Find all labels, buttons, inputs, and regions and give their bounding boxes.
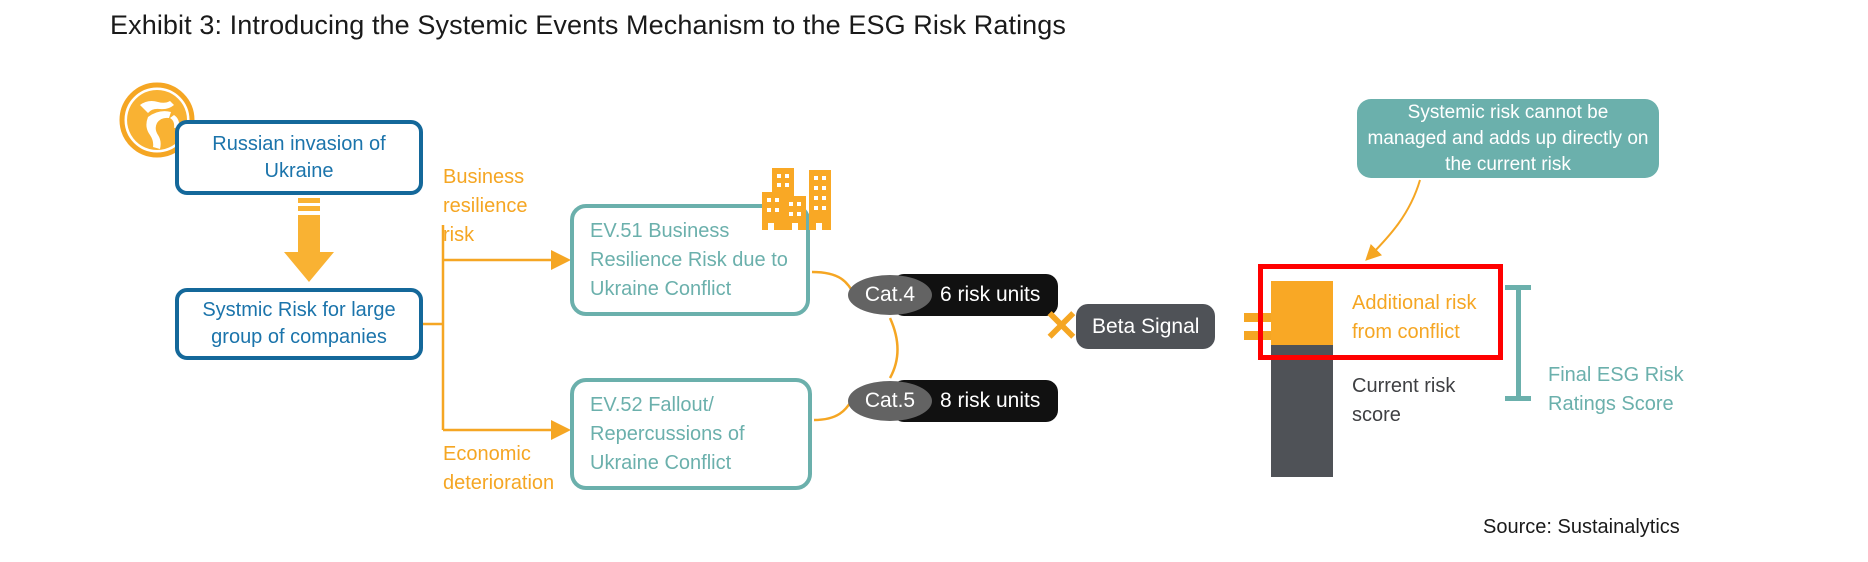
branch-label-business: Business resilience risk — [443, 166, 528, 246]
final-score-label: Final ESG Risk Ratings Score — [1548, 364, 1684, 415]
event-box-label: Russian invasion of Ukraine — [212, 132, 386, 182]
callout-text: Systemic risk cannot be managed and adds… — [1367, 101, 1649, 175]
source-note: Source: Sustainalytics — [1483, 516, 1680, 538]
systemic-risk-box: Systmic Risk for large group of companie… — [175, 288, 423, 360]
ev52-label: EV.52 Fallout/ Repercussions of Ukraine … — [590, 393, 745, 474]
systemic-risk-label: Systmic Risk for large group of companie… — [202, 299, 396, 348]
page-title: Exhibit 3: Introducing the Systemic Even… — [110, 10, 1067, 40]
systemic-risk-callout: Systemic risk cannot be managed and adds… — [1357, 99, 1659, 178]
equals-icon — [1244, 303, 1284, 347]
additional-risk-label: Additional risk from conflict — [1352, 292, 1477, 343]
buildings-icon — [762, 168, 831, 230]
down-arrow-icon — [284, 198, 334, 282]
highlight-box — [1258, 264, 1503, 360]
category-ellipse-1: Cat.4 — [848, 275, 932, 315]
multiply-icon: ✕ — [1043, 302, 1080, 351]
current-risk-label: Current risk score — [1352, 375, 1456, 426]
branch-label-economic: Economic deterioration — [443, 443, 555, 494]
event-box: Russian invasion of Ukraine — [175, 120, 423, 195]
final-score-bracket — [1505, 285, 1531, 401]
category-ellipse-2: Cat.5 — [848, 381, 932, 421]
beta-signal-label: Beta Signal — [1092, 314, 1200, 338]
ev52-box: EV.52 Fallout/ Repercussions of Ukraine … — [570, 378, 812, 490]
bar-current-risk — [1271, 345, 1333, 477]
bar-additional-risk — [1271, 281, 1333, 345]
beta-signal-box: Beta Signal — [1076, 304, 1216, 349]
ev51-label: EV.51 Business Resilience Risk due to Uk… — [590, 219, 788, 300]
